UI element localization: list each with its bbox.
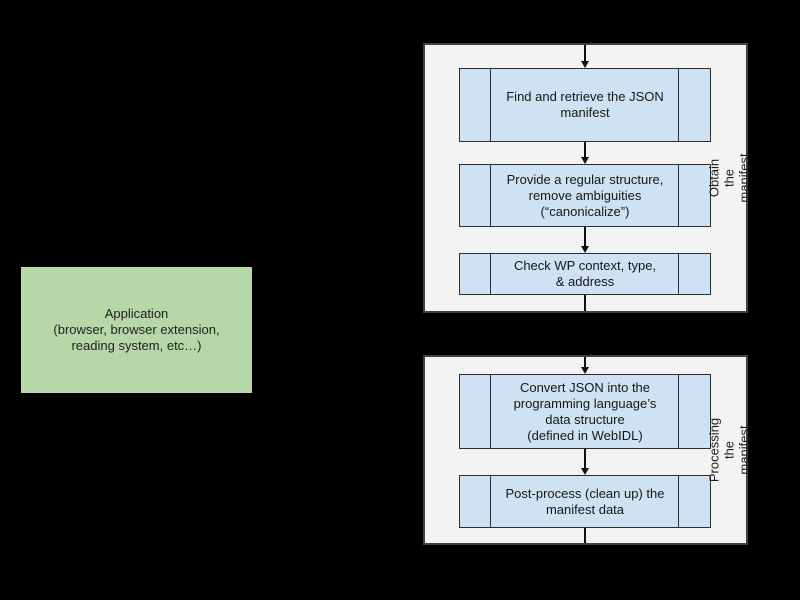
step-right-divider (678, 476, 679, 527)
step-find-retrieve-manifest: Find and retrieve the JSON manifest (459, 68, 711, 142)
step-left-divider (490, 69, 491, 141)
arrowhead-down-icon (581, 468, 589, 475)
step-right-divider (678, 254, 679, 294)
obtain-manifest-panel: Find and retrieve the JSON manifest Prov… (423, 43, 752, 313)
step-right-divider (678, 69, 679, 141)
step-right-divider (678, 375, 679, 448)
step-left-divider (490, 375, 491, 448)
step-check-context: Check WP context, type, & address (459, 253, 711, 295)
step-label: Provide a regular structure, remove ambi… (506, 171, 664, 219)
connector-line-out (584, 528, 586, 543)
application-node: Application (browser, browser extension,… (21, 267, 252, 393)
step-label: Check WP context, type, & address (513, 258, 657, 289)
arrow-shaft (584, 45, 586, 61)
obtain-panel-side-label: Obtain the manifest (706, 153, 752, 203)
step-convert-json-webidl: Convert JSON into the programming langua… (459, 374, 711, 449)
arrowhead-down-icon (581, 157, 589, 164)
step-label: Find and retrieve the JSON manifest (506, 89, 664, 120)
step-left-divider (490, 476, 491, 527)
processing-panel-side-label: Processing the manifest (706, 417, 752, 483)
step-post-process: Post-process (clean up) the manifest dat… (459, 475, 711, 528)
processing-manifest-panel: Convert JSON into the programming langua… (423, 355, 752, 545)
arrow-convert-to-postprocess (580, 449, 590, 475)
arrowhead-down-icon (581, 246, 589, 253)
step-label: Post-process (clean up) the manifest dat… (505, 485, 665, 517)
arrowhead-down-icon (581, 367, 589, 374)
arrow-into-convert-step (580, 357, 590, 374)
step-canonicalize: Provide a regular structure, remove ambi… (459, 164, 711, 227)
arrow-canonicalize-to-check (580, 227, 590, 253)
arrow-find-to-canonicalize (580, 142, 590, 164)
step-label: Convert JSON into the programming langua… (513, 379, 657, 443)
connector-line-out (584, 295, 586, 311)
step-right-divider (678, 165, 679, 226)
arrow-shaft (584, 142, 586, 157)
step-left-divider (490, 165, 491, 226)
arrow-shaft (584, 357, 586, 367)
arrow-shaft (584, 227, 586, 246)
arrow-into-find-step (580, 45, 590, 68)
arrow-shaft (584, 449, 586, 468)
arrowhead-down-icon (581, 61, 589, 68)
step-left-divider (490, 254, 491, 294)
